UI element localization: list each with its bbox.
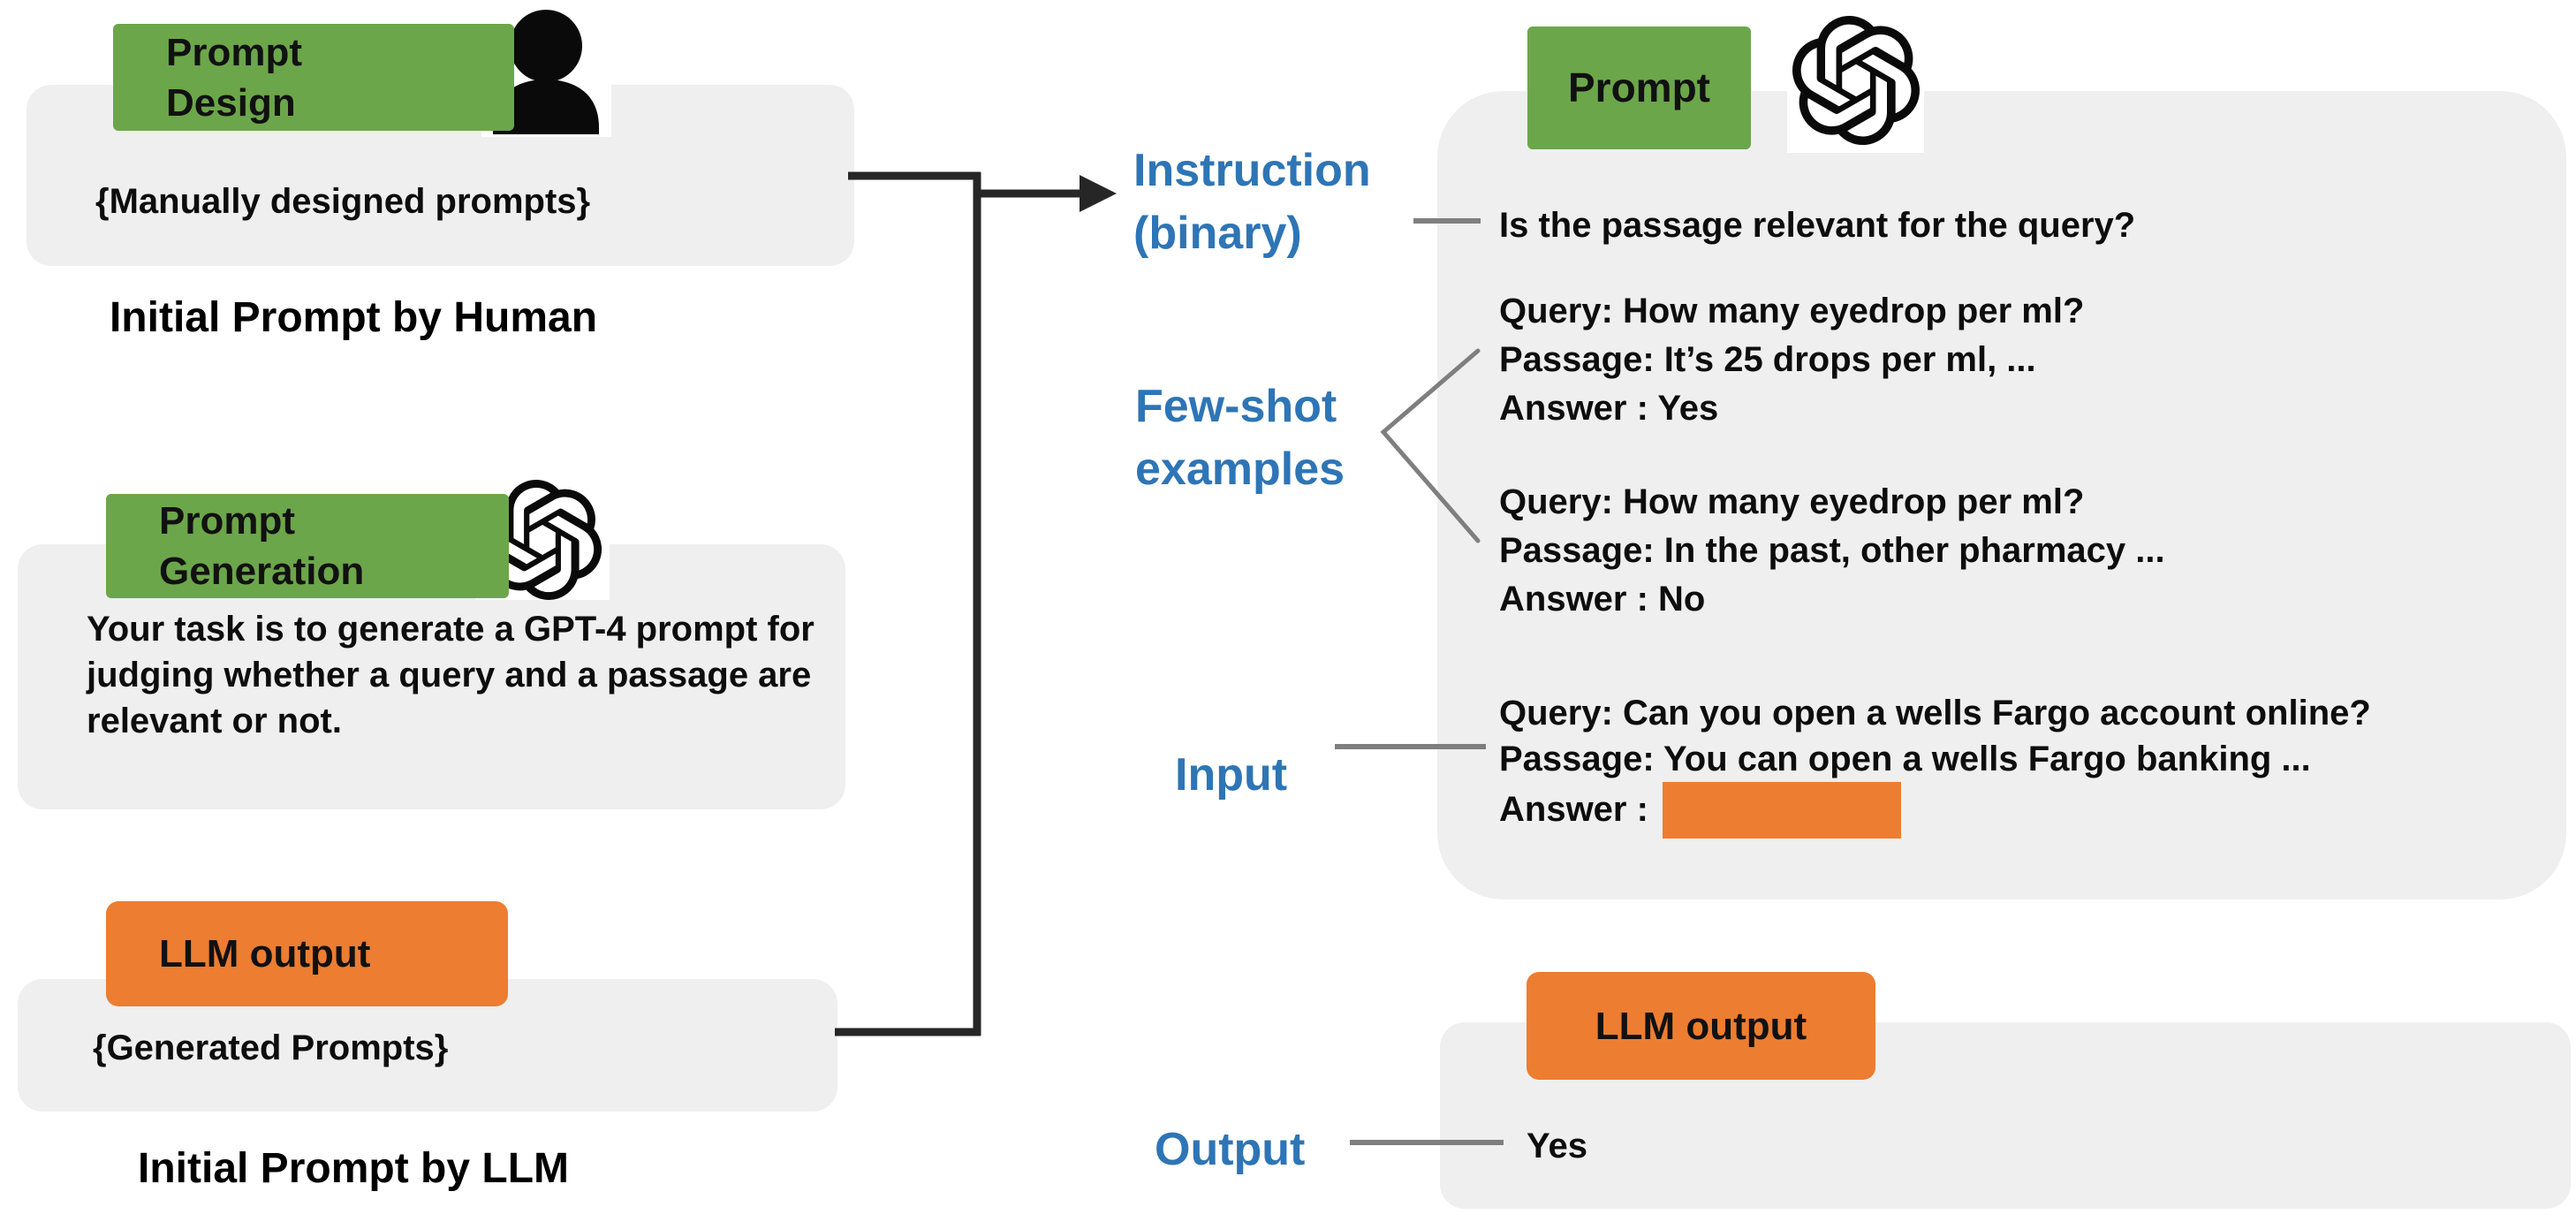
generation-prompt-body: Your task is to generate a GPT-4 prompt … — [87, 610, 814, 740]
llm-output-label-right-text: LLM output — [1595, 1004, 1807, 1048]
answer-redaction-box — [1662, 782, 1901, 839]
human-caption: Initial Prompt by Human — [109, 294, 598, 341]
openai-icon-prompt — [1792, 16, 1921, 146]
prompt-label-text: Prompt — [1568, 65, 1710, 110]
prompt-generation-label-line1: Prompt — [159, 499, 295, 543]
prompt-design-label-line1: Prompt — [166, 30, 302, 74]
prompt-design-label: Prompt Design — [113, 24, 514, 131]
fewshot-annotation-line2: examples — [1135, 444, 1345, 495]
panel-input: Query: Can you open a wells Fargo accoun… — [1499, 690, 2371, 839]
arrow-head-icon — [1080, 175, 1117, 212]
openai-icon-generation — [482, 480, 602, 600]
output-annotation: Output — [1155, 1124, 1306, 1175]
prompt-generation-label: Prompt Generation — [106, 494, 509, 598]
person-icon — [493, 10, 599, 134]
instruction-annotation-line1: Instruction — [1133, 145, 1371, 196]
llm-output-label-right: LLM output — [1527, 972, 1875, 1080]
input-annotation: Input — [1175, 749, 1288, 801]
example-1-passage: Passage: It’s 25 drops per ml, ... — [1499, 340, 2036, 379]
fewshot-annotation-line1: Few-shot — [1135, 381, 1337, 432]
panel-instruction: Is the passage relevant for the query? — [1499, 206, 2136, 245]
example-2-passage: Passage: In the past, other pharmacy ... — [1499, 531, 2165, 570]
example-1-answer: Answer : Yes — [1499, 389, 1719, 428]
input-query: Query: Can you open a wells Fargo accoun… — [1499, 694, 2371, 732]
input-answer-prefix: Answer : — [1499, 790, 1648, 829]
instruction-annotation-line2: (binary) — [1133, 208, 1302, 259]
llm-generated-body: {Generated Prompts} — [93, 1028, 449, 1067]
human-prompt-body: {Manually designed prompts} — [95, 182, 591, 221]
example-1-query: Query: How many eyedrop per ml? — [1499, 292, 2085, 330]
panel-example-1: Query: How many eyedrop per ml? Passage:… — [1499, 287, 2084, 433]
fewshot-bracket — [1380, 348, 1481, 543]
output-value: Yes — [1527, 1127, 1587, 1165]
llm-caption: Initial Prompt by LLM — [138, 1145, 569, 1192]
prompt-generation-label-line2: Generation — [159, 550, 365, 593]
llm-output-label-left-text: LLM output — [159, 932, 371, 975]
input-passage: Passage: You can open a wells Fargo bank… — [1499, 740, 2311, 778]
example-2-answer: Answer : No — [1499, 580, 1706, 619]
prompt-label: Prompt — [1527, 27, 1751, 149]
prompt-panel — [1437, 91, 2566, 899]
input-answer-line: Answer : — [1499, 782, 2371, 839]
panel-example-2: Query: How many eyedrop per ml? Passage:… — [1499, 478, 2165, 624]
example-2-query: Query: How many eyedrop per ml? — [1499, 482, 2085, 521]
instruction-annotation: Instruction (binary) — [1133, 140, 1371, 265]
llm-output-label-left: LLM output — [106, 901, 508, 1006]
fewshot-annotation: Few-shot examples — [1135, 376, 1345, 501]
prompt-design-label-line2: Design — [166, 80, 296, 125]
